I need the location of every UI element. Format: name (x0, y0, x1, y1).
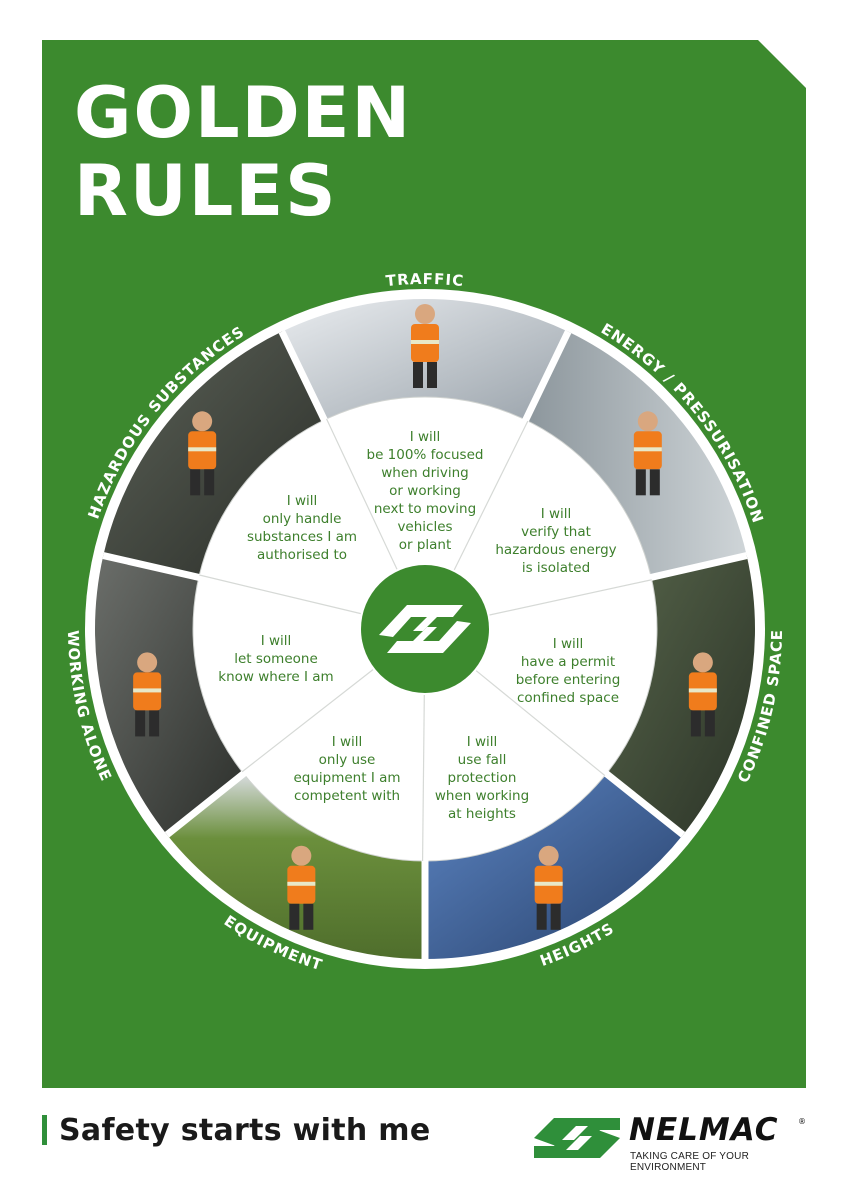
brand-tagline: TAKING CARE OF YOUR ENVIRONMENT (630, 1151, 750, 1173)
wheel-dividers (102, 330, 748, 959)
wheel-divider (102, 552, 368, 620)
segment-rule-text: I will only handle substances I am authoris… (247, 493, 357, 563)
segment-rule-text: I will be 100% focused when driving or work… (367, 429, 484, 553)
rule-line: let someone (234, 651, 318, 667)
rule-line: or working (389, 483, 461, 499)
worker-figure (287, 845, 316, 930)
segment-rule-text: I will have a permit before entering confin… (516, 636, 621, 706)
segment-rule-text: I will only use equipment I am competent wi… (293, 734, 400, 804)
wheel-divider (278, 330, 403, 577)
rule-line: I will (287, 493, 318, 509)
wheel-divider-shadow (489, 579, 652, 616)
rule-line: only handle (263, 511, 342, 527)
rule-line: hazardous energy (495, 542, 616, 558)
wheel-divider-shadow (325, 418, 398, 570)
wheel-divider (164, 663, 381, 838)
photo-sectors (94, 299, 755, 959)
wheel-divider-shadow (453, 420, 529, 571)
rule-line: competent with (294, 788, 400, 804)
category-label: TRAFFIC (385, 270, 465, 290)
rule-line: have a permit (521, 654, 615, 670)
segment-texts: I will be 100% focused when driving or work… (218, 429, 620, 822)
rule-line: I will (410, 429, 441, 445)
rule-line: only use (319, 752, 376, 768)
brand-name: NELMAC (629, 1112, 779, 1148)
wheel-divider-shadow (475, 670, 606, 777)
rule-line: I will (332, 734, 363, 750)
rule-line: when working (435, 788, 529, 804)
rule-line: use fall (458, 752, 507, 768)
rule-line: I will (541, 506, 572, 522)
rule-line: I will (553, 636, 584, 652)
rule-line: equipment I am (293, 770, 400, 786)
slogan-text: Safety starts with me (59, 1112, 431, 1148)
footer-slogan: Safety starts with me (42, 1112, 431, 1148)
rule-line: know where I am (218, 669, 333, 685)
rule-line: before entering (516, 672, 621, 688)
rule-line: protection (448, 770, 517, 786)
segment-rule-text: I will use fall protection when working at h… (435, 734, 529, 822)
title-line-1: GOLDEN (74, 72, 412, 154)
segment-rule-text: I will let someone know where I am (218, 633, 333, 685)
rule-line: I will (467, 734, 498, 750)
worker-figure (534, 845, 563, 930)
rule-line: vehicles (397, 519, 452, 535)
rule-line: verify that (521, 524, 591, 540)
rule-line: at heights (448, 806, 516, 822)
rule-line: next to moving (374, 501, 476, 517)
rule-line: or plant (399, 537, 452, 553)
title-line-2: RULES (74, 150, 338, 232)
rule-line: authorised to (257, 547, 347, 563)
nelmac-logo-icon (534, 1118, 620, 1158)
worker-figure (133, 652, 162, 737)
wheel-divider (469, 663, 686, 838)
rule-line: I will (261, 633, 292, 649)
segment-rule-text: I will verify that hazardous energy is isol… (495, 506, 616, 576)
harness-worker-photo (606, 555, 755, 835)
worker-figure (633, 411, 662, 496)
wheel-divider (447, 330, 572, 577)
nelmac-chevron-icon (379, 605, 471, 653)
slogan-bar (42, 1115, 47, 1145)
worker-figure (688, 652, 717, 737)
rule-line: substances I am (247, 529, 357, 545)
rule-line: is isolated (522, 560, 590, 576)
rule-line: when driving (381, 465, 469, 481)
brand-block: NELMAC ® TAKING CARE OF YOUR ENVIRONMENT (532, 1112, 812, 1173)
brand-registered-mark: ® (798, 1117, 806, 1126)
lone-worker-photo (94, 555, 244, 835)
rule-line: be 100% focused (367, 447, 484, 463)
wheel-divider-shadow (421, 694, 425, 861)
worker-figure (411, 304, 439, 388)
wheel-divider-shadow (199, 574, 361, 615)
worker-figure (188, 411, 217, 496)
wheel-divider (482, 552, 748, 620)
wheel-divider-shadow (241, 669, 374, 773)
rule-line: confined space (517, 690, 619, 706)
